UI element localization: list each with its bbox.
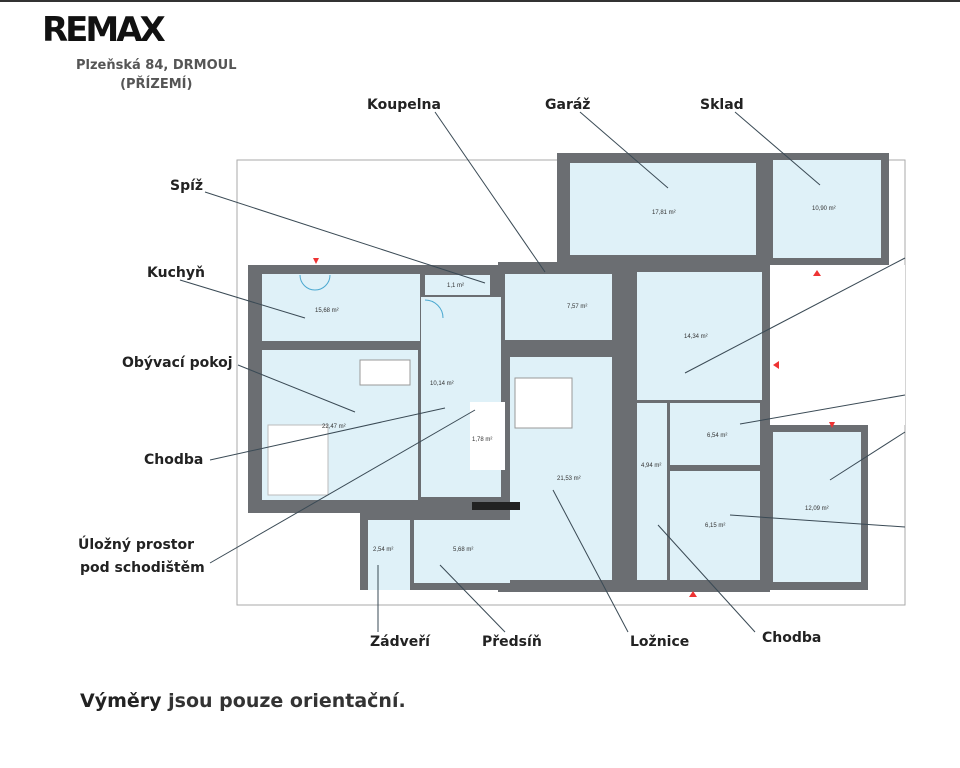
label-loznice: Ložnice [630, 634, 689, 650]
entry-arrow [773, 361, 779, 369]
footer-note: Výměry jsou pouze orientační. [80, 690, 406, 712]
leader-lines [179, 111, 906, 633]
label-koupelna: Koupelna [367, 97, 441, 113]
chimney [472, 502, 520, 510]
entry-arrow [829, 422, 835, 428]
room-sklad [773, 160, 881, 258]
sofa [267, 424, 329, 496]
area-garaz: 17,81 m² [652, 210, 676, 216]
leader-line [729, 514, 906, 528]
label-obyvaci: Obývací pokoj [122, 355, 233, 371]
room-12 [773, 432, 861, 582]
label-garaz: Garáž [545, 97, 590, 113]
area-chodba: 10,14 m² [430, 381, 454, 387]
area-room-12: 12,09 m² [805, 506, 829, 512]
leader-line [209, 409, 476, 564]
leader-line [552, 489, 629, 633]
title-floor: (PŘÍZEMÍ) [120, 77, 193, 92]
label-predsin: Předsíň [482, 634, 542, 650]
leader-line [739, 394, 906, 425]
leader-line [237, 364, 356, 413]
leader-line [434, 111, 546, 273]
entry-arrow [689, 591, 697, 597]
room-chodba-right [637, 403, 667, 580]
remax-logo: REMAX [42, 10, 166, 50]
entry-arrow [813, 270, 821, 276]
top-border [0, 0, 960, 2]
leader-line [179, 279, 306, 319]
area-room-6-54: 6,54 m² [707, 433, 727, 439]
label-sklad: Sklad [700, 97, 744, 113]
room-predsin [414, 520, 510, 583]
leader-line [829, 431, 906, 481]
area-chodba-right: 4,94 m² [641, 463, 661, 469]
room-14 [637, 272, 762, 400]
room-6-15 [670, 471, 760, 580]
area-kuchyn: 15,68 m² [315, 308, 339, 314]
label-chodba-left: Chodba [144, 452, 203, 468]
dining-table [359, 359, 411, 386]
plan-title: Plzeňská 84, DRMOUL (PŘÍZEMÍ) [76, 56, 237, 94]
label-chodba-right: Chodba [762, 630, 821, 646]
room-kuchyn [262, 274, 420, 341]
area-obyvaci: 22,47 m² [322, 424, 346, 430]
title-address: Plzeňská 84, DRMOUL [76, 58, 237, 73]
room-zadveri [368, 520, 410, 590]
room-6-54 [670, 403, 760, 465]
area-sklad: 10,90 m² [812, 206, 836, 212]
door-spiz [424, 299, 444, 319]
exterior-yard [770, 265, 905, 425]
label-zadveri: Zádveří [370, 634, 431, 650]
entry-arrow [313, 258, 319, 264]
room-koupelna [505, 274, 612, 340]
area-predsin: 5,68 m² [453, 547, 473, 553]
area-zadveri: 2,54 m² [373, 547, 393, 553]
leader-line [684, 257, 906, 374]
leader-line [204, 191, 486, 284]
footer-bold: Výměry [80, 690, 162, 712]
room-schodiste [470, 402, 505, 470]
label-kuchyn: Kuchyň [147, 265, 205, 281]
door-kitchen [299, 274, 331, 291]
leader-line [579, 111, 669, 189]
room-garaz [570, 163, 756, 255]
area-spiz: 1,1 m² [447, 283, 464, 289]
area-room-6-15: 6,15 m² [705, 523, 725, 529]
room-spiz [425, 275, 490, 295]
bed [514, 377, 573, 429]
leader-line [439, 564, 506, 633]
label-ulozny-1: Úložný prostor [78, 535, 194, 553]
area-loznice: 21,53 m² [557, 476, 581, 482]
area-koupelna: 7,57 m² [567, 304, 587, 310]
area-room-14: 14,34 m² [684, 334, 708, 340]
leader-line [209, 407, 446, 461]
leader-line [657, 524, 756, 633]
leader-line [734, 111, 821, 186]
label-ulozny-2: pod schodištěm [80, 560, 205, 576]
label-spiz: Spíž [170, 178, 203, 194]
area-schodiste: 1,78 m² [472, 437, 492, 443]
footer-rest: jsou pouze orientační. [161, 690, 406, 712]
